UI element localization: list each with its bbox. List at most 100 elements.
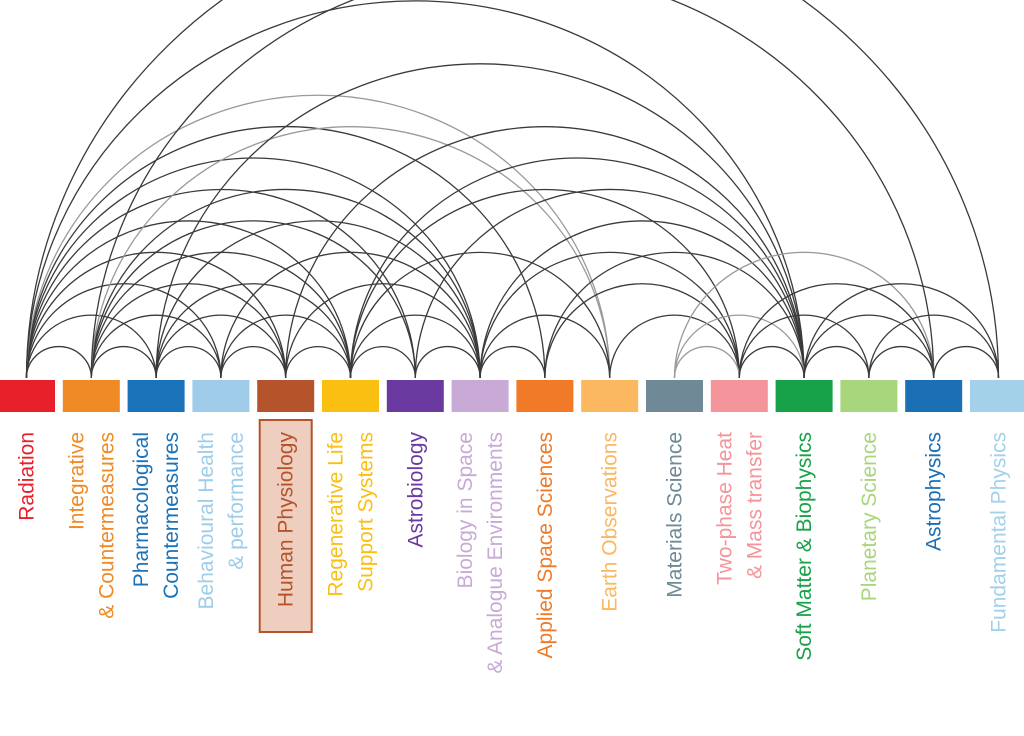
arc-planetary-to-fundamental: [868, 314, 1000, 379]
label-line-integrative-1: Integrative: [65, 432, 88, 530]
node-radiation: [0, 380, 55, 412]
arc-soft-matter-to-astrophysics: [803, 314, 935, 379]
node-materials: [646, 380, 703, 412]
arc-materials-to-soft-matter: [673, 314, 805, 379]
arc-soft-matter-to-planetary: [803, 345, 870, 379]
node-human-physiology: [257, 380, 315, 412]
label-line-biology-space-1: Biology in Space: [454, 432, 477, 588]
label-line-applied-space-1: Applied Space Sciences: [534, 432, 557, 658]
label-line-materials-1: Materials Science: [664, 432, 687, 598]
arc-integrative-to-astrophysics: [90, 0, 935, 379]
label-astrobiology: Astrobiology: [404, 432, 427, 548]
label-line-two-phase-2: & Mass transfer: [743, 432, 766, 579]
arc-soft-matter-to-fundamental: [803, 283, 1000, 379]
node-planetary: [840, 380, 898, 412]
label-line-fundamental-1: Fundamental Physics: [988, 432, 1011, 633]
label-radiation: Radiation: [16, 432, 39, 521]
arc-pharmacological-to-biology-space: [155, 220, 481, 379]
arc-regenerative-to-astrobiology: [349, 345, 416, 379]
node-integrative: [62, 380, 120, 412]
arc-regenerative-to-earth-obs: [349, 251, 611, 379]
label-materials: Materials Science: [664, 432, 687, 598]
arc-integrative-to-astrobiology: [90, 220, 416, 379]
node-behavioural: [192, 380, 250, 412]
arc-behavioural-to-human-physiology: [220, 345, 287, 379]
node-astrobiology: [386, 380, 444, 412]
arc-radiation-to-biology-space: [25, 157, 481, 379]
label-integrative: Integrative & Countermeasures: [65, 432, 118, 619]
label-highlight-layer: [258, 419, 313, 633]
arc-regenerative-to-soft-matter: [349, 157, 805, 379]
label-line-behavioural-1: Behavioural Health: [195, 432, 218, 609]
label-line-planetary-1: Planetary Science: [858, 432, 881, 601]
label-line-human-physiology-1: Human Physiology: [275, 432, 298, 608]
node-astrophysics: [905, 380, 963, 412]
arc-radiation-to-fundamental: [25, 0, 1000, 379]
arc-applied-space-to-soft-matter: [544, 251, 805, 379]
arc-radiation-to-earth-obs: [25, 94, 611, 379]
arc-radiation-to-soft-matter: [25, 0, 805, 379]
arc-astrobiology-to-soft-matter: [414, 188, 805, 379]
arc-pharmacological-to-behavioural: [155, 345, 222, 379]
arc-regenerative-to-two-phase: [349, 188, 740, 379]
arc-integrative-to-behavioural: [90, 314, 222, 379]
label-line-biology-space-2: & Analogue Environments: [484, 432, 507, 674]
node-biology-space: [451, 380, 509, 412]
arc-astrobiology-to-biology-space: [414, 345, 481, 379]
label-line-pharmacological-1: Pharmacological: [130, 432, 153, 587]
arc-integrative-to-pharmacological: [90, 345, 157, 379]
label-line-regenerative-2: Support Systems: [355, 432, 378, 592]
label-astrophysics: Astrophysics: [923, 432, 946, 551]
label-behavioural: Behavioural Health & performance: [195, 432, 248, 609]
label-two-phase: Two-phase Heat& Mass transfer: [713, 432, 766, 585]
arc-applied-space-to-two-phase: [544, 283, 740, 379]
arc-biology-space-to-applied-space: [479, 345, 546, 379]
highlight-box-human-physiology: [258, 419, 313, 633]
label-human-physiology: Human Physiology: [275, 432, 298, 608]
arc-pharmacological-to-soft-matter: [155, 63, 805, 379]
arc-biology-space-to-earth-obs: [479, 314, 611, 379]
arc-pharmacological-to-regenerative: [155, 283, 352, 379]
arc-planetary-to-astrophysics: [868, 345, 935, 379]
label-fundamental: Fundamental Physics: [988, 432, 1011, 633]
label-earth-obs: Earth Observations: [599, 432, 622, 612]
arc-biology-space-to-two-phase: [479, 251, 740, 379]
label-line-integrative-2: & Countermeasures: [95, 432, 118, 619]
label-planetary: Planetary Science: [858, 432, 881, 601]
arc-radiation-to-pharmacological: [25, 314, 157, 379]
node-pharmacological: [127, 380, 185, 412]
discipline-labels: Radiation Integrative & Countermeasures Pha…: [16, 432, 1011, 674]
arc-earth-obs-to-two-phase: [609, 314, 740, 379]
label-line-astrobiology-1: Astrobiology: [404, 432, 427, 548]
node-applied-space: [516, 380, 574, 412]
label-line-behavioural-2: & performance: [225, 432, 248, 570]
arc-integrative-to-earth-obs: [90, 126, 611, 379]
arc-radiation-to-integrative: [25, 345, 92, 379]
arc-human-physiology-to-soft-matter: [285, 126, 805, 379]
label-line-earth-obs-1: Earth Observations: [599, 432, 622, 612]
arc-radiation-to-regenerative: [25, 220, 352, 379]
label-line-soft-matter-1: Soft Matter & Biophysics: [793, 432, 816, 661]
discipline-nodes: [0, 380, 1024, 412]
label-line-regenerative-1: Regenerative Life: [325, 432, 348, 597]
label-line-astrophysics-1: Astrophysics: [923, 432, 946, 551]
arc-biology-space-to-soft-matter: [479, 220, 805, 379]
node-fundamental: [970, 380, 1024, 412]
label-biology-space: Biology in Space & Analogue Environments: [454, 432, 507, 674]
node-two-phase: [710, 380, 768, 412]
label-regenerative: Regenerative Life Support Systems: [325, 432, 378, 597]
arc-behavioural-to-regenerative: [220, 314, 352, 379]
label-line-radiation-1: Radiation: [16, 432, 39, 521]
arc-materials-to-two-phase: [673, 345, 740, 379]
node-regenerative: [322, 380, 379, 412]
arc-human-physiology-to-biology-space: [285, 283, 481, 379]
node-soft-matter: [775, 380, 833, 412]
arc-two-phase-to-planetary: [738, 314, 870, 379]
arc-integrative-to-biology-space: [90, 188, 481, 379]
label-applied-space: Applied Space Sciences: [534, 432, 557, 658]
arc-astrophysics-to-fundamental: [933, 345, 1000, 379]
arc-human-physiology-to-regenerative: [285, 345, 352, 379]
arc-behavioural-to-biology-space: [220, 251, 481, 379]
node-earth-obs: [581, 380, 639, 412]
